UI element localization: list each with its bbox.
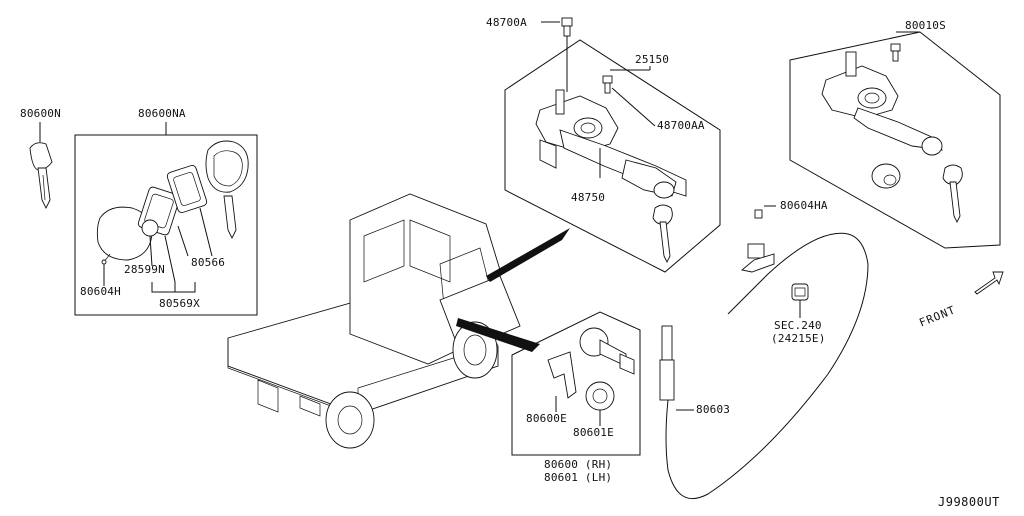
label-80010s: 80010S (905, 19, 946, 32)
sec-connector-icon (791, 283, 809, 301)
label-24215e: (24215E) (771, 332, 826, 345)
truck-icon (227, 193, 521, 449)
label-80566: 80566 (191, 256, 226, 269)
transmitter-cover-icon (96, 206, 153, 261)
label-80600-rh: 80600 (RH) (544, 458, 613, 471)
steering-lock-icon (535, 89, 687, 199)
label-80569x: 80569X (159, 297, 200, 310)
ignition-key-icon (652, 204, 673, 264)
single-key-icon (29, 142, 53, 210)
door-lock-retainer-icon (547, 351, 577, 399)
label-80601e: 80601E (573, 426, 614, 439)
label-80604h: 80604H (80, 285, 121, 298)
label-80601-lh: 80601 (LH) (544, 471, 613, 484)
label-28599n: 28599N (124, 263, 165, 276)
remote-key-icon (205, 140, 249, 240)
diagram-code: J99800UT (938, 495, 1000, 509)
kit-assy-box (789, 31, 1001, 249)
label-48750: 48750 (571, 191, 606, 204)
bolt-aa-icon (602, 75, 613, 94)
door-lock-cylinder-icon (579, 327, 635, 375)
label-80600n: 80600N (20, 107, 61, 120)
label-sec-240: SEC.240 (774, 319, 822, 332)
bolt-a-icon (561, 17, 573, 37)
kit-cylinder-icon (871, 163, 901, 189)
label-80600na: 80600NA (138, 107, 186, 120)
label-80604ha: 80604HA (780, 199, 828, 212)
label-48700aa: 48700AA (657, 119, 705, 132)
label-80600e: 80600E (526, 412, 567, 425)
key-set-box (74, 134, 258, 316)
front-arrow-icon (974, 271, 1004, 295)
coin-battery-icon (141, 219, 159, 237)
steering-lock-box (504, 39, 721, 273)
kit-key-icon (942, 164, 963, 224)
pointer-to-steering-lock (486, 228, 570, 282)
label-25150: 25150 (635, 53, 670, 66)
label-80603: 80603 (696, 403, 731, 416)
clip-ha-icon (740, 209, 775, 273)
kit-bolt-icon (890, 43, 901, 62)
pointer-to-door-lock (456, 318, 540, 352)
rod-icon (659, 232, 869, 499)
kit-assy-icon (821, 51, 943, 156)
door-lock-box (511, 311, 641, 456)
door-lock-seal-icon (585, 381, 615, 411)
label-48700a: 48700A (486, 16, 527, 29)
case-cover-icon (166, 164, 208, 214)
